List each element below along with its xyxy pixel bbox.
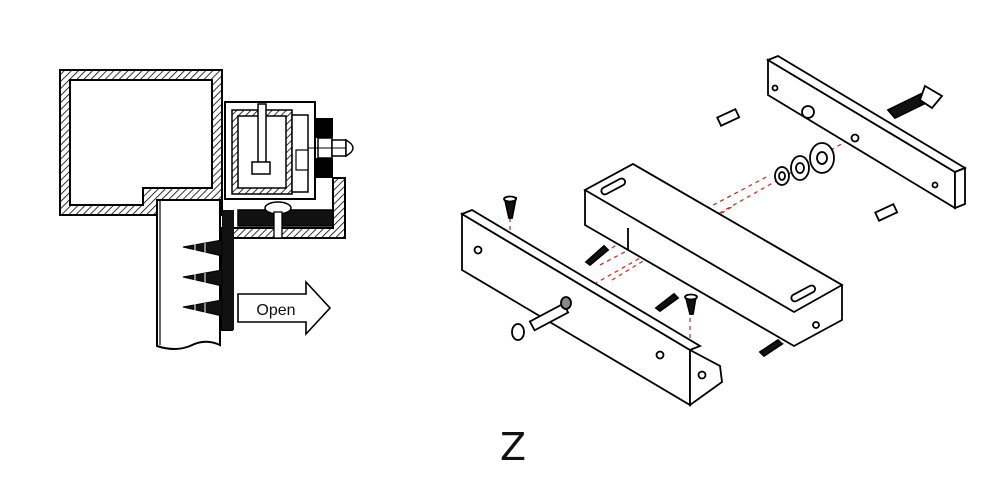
exploded-bracket-view [459, 54, 968, 407]
open-direction-arrow: Open [237, 279, 332, 337]
open-arrow-label: Open [256, 302, 295, 319]
wood-screws [182, 239, 223, 317]
z-bracket-top-leg [583, 162, 844, 348]
side-section-view: Open [59, 69, 354, 350]
armature-stud [308, 118, 354, 178]
door-frame-profile [59, 69, 223, 216]
sleeve-pin-right [874, 202, 899, 222]
diagram-caption: Z [499, 425, 527, 469]
mounting-bolt [886, 84, 944, 120]
washer-set [774, 142, 835, 186]
small-screws [503, 195, 784, 358]
z-bracket-bottom-leg [459, 208, 723, 407]
sleeve-pin-top [716, 107, 741, 127]
bracket-screw [264, 201, 292, 239]
sleeve-bolt [511, 296, 572, 341]
armature-plate [765, 54, 968, 210]
magnetic-lock-housing [224, 101, 316, 200]
